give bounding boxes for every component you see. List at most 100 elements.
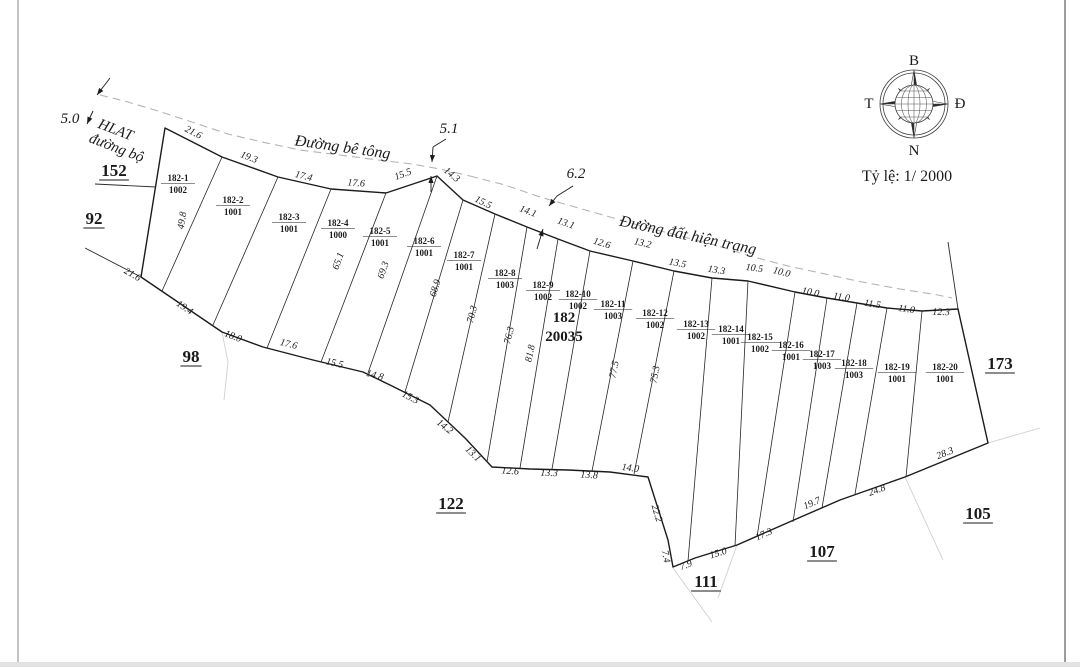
road-name-label: Đường bê tông [293,132,392,162]
faint-boundary-line [904,476,944,561]
neighbour-boundary-line [94,183,157,188]
compass-rose [879,69,949,139]
compass-direction-label: T [864,96,873,112]
edge-length-label: 13.3 [540,468,558,480]
parcel-code-label: 1001 [224,207,243,217]
parcel-code-label: 1002 [687,331,706,341]
parcel-code-label: 1002 [534,292,553,302]
edge-length-label: 19.4 [174,298,195,317]
parcel-id-label: 182-9 [533,280,554,290]
edge-length-label: 15.0 [708,546,728,562]
parcel-divider-line [734,280,749,547]
parcel-id-label: 182-14 [718,324,744,334]
edge-length-label: 10.0 [801,285,820,299]
parcel-id-label: 182-12 [642,308,668,318]
edge-length-label: 13.2 [633,236,653,251]
edge-length-label: 13.3 [707,264,726,278]
divider-length-label: 65.1 [330,251,346,271]
parcel-divider-line [905,310,923,478]
edge-length-label: 10.0 [772,265,792,280]
faint-boundary-line [987,427,1041,444]
divider-length-label: 75.3 [648,365,662,384]
dimension-arrow-head [429,154,436,162]
road-name-label: Đường đất hiện trạng [617,213,758,259]
parcel-id-label: 182-17 [809,349,835,359]
divider-length-label: 81.8 [523,344,537,363]
parcel-code-label: 1001 [782,352,801,362]
dimension-arrow-head [87,116,93,124]
parcel-divider-line [161,156,223,292]
parcel-code-label: 1001 [415,248,434,258]
parcel-code-label: 1003 [813,361,832,371]
edge-length-label: 11.0 [897,303,915,316]
edge-length-label: 13.8 [580,470,598,482]
parcel-id-label: 182-7 [454,250,475,260]
parcel-id-label: 182-19 [884,362,910,372]
dimension-arrow-head [97,87,104,95]
faint-boundary-line [672,567,713,623]
edge-length-label: 22.2 [649,503,665,523]
edge-length-label: 14.8 [365,368,385,383]
edge-length-label: 15.3 [400,389,421,407]
parcel-divider-line [486,226,528,463]
parcel-code-label: 1003 [496,280,515,290]
adjacent-parcel-number: 122 [438,494,464,513]
edge-length-label: 10.5 [745,262,764,275]
page-border-bottom [0,662,1080,667]
parcel-divider-line [633,270,675,475]
edge-length-label: 21.6 [122,266,143,284]
dimension-arrow-head [538,229,544,237]
parcel-code-label: 1003 [604,311,623,321]
edge-length-label: 17.4 [294,169,314,184]
parcel-id-label: 182-10 [565,289,591,299]
road-width-label: 5.0 [61,111,80,127]
edge-length-label: 14.2 [434,417,455,436]
block-boundary [140,127,989,568]
parcel-divider-line [519,238,559,469]
neighbour-boundary-line [84,247,142,278]
parcel-id-label: 182-5 [370,226,391,236]
parcel-code-label: 1001 [936,374,955,384]
edge-length-label: 12.6 [501,465,519,477]
compass-direction-label: Đ [955,96,966,112]
parcel-id-label: 182-3 [279,212,300,222]
edge-length-label: 14.0 [621,462,640,475]
parcel-divider-line [320,192,387,363]
compass-direction-label: N [909,143,920,159]
road-width-label: 6.2 [567,166,586,182]
parcel-code-label: 1000 [329,230,348,240]
neighbour-boundary-line [947,241,959,310]
dimension-arrow-head [549,198,556,206]
parcel-divider-line [687,277,713,562]
parcel-id-label: 182-2 [223,195,244,205]
parcel-id-label: 182-8 [495,268,516,278]
parcel-divider-line [266,188,332,349]
adjacent-parcel-number: 111 [694,572,718,591]
compass-inner-circle [882,72,946,136]
compass-direction-label: B [909,53,919,69]
edge-length-label: 11.5 [863,298,881,311]
page-border-left [17,0,19,662]
edge-length-label: 13.1 [463,444,483,464]
edge-length-label: 28.3 [935,445,955,462]
parcel-code-label: 1001 [455,262,474,272]
edge-length-label: 7.9 [678,558,694,573]
faint-boundary-line [221,331,229,401]
parcel-divider-line [756,291,796,538]
map-sheet-block: 182 [553,310,576,326]
compass-outer-circle [879,69,949,139]
parcel-divider-line [591,260,634,472]
page-border-right [1064,0,1066,662]
parcel-code-label: 1003 [845,370,864,380]
parcel-id-label: 182-20 [932,362,958,372]
adjacent-parcel-number: 98 [183,347,200,366]
parcel-divider-line [854,307,888,495]
edge-length-label: 17.3 [754,526,774,543]
parcel-id-label: 182-13 [683,319,709,329]
road-dashed-line [99,94,471,177]
parcel-code-label: 1002 [646,320,665,330]
dimension-arrow-head [428,176,434,183]
parcel-code-label: 1002 [169,185,188,195]
divider-length-label: 77.5 [607,360,621,379]
parcel-id-label: 182-18 [841,358,867,368]
